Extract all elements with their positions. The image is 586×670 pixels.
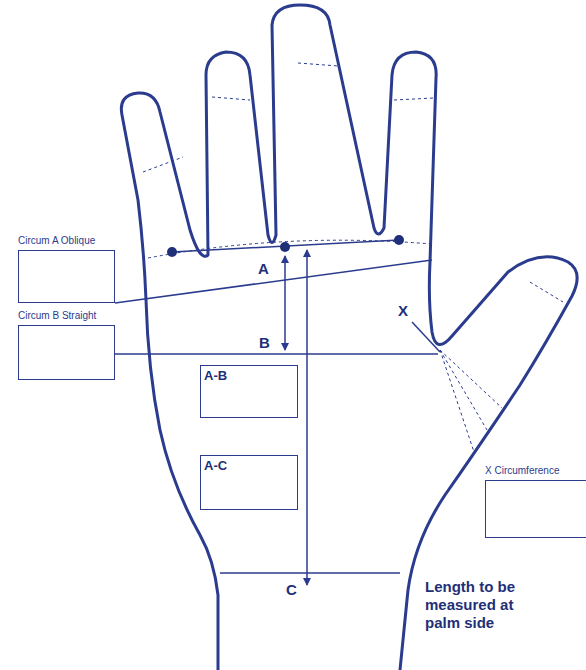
box-heading: Circum B Straight: [18, 310, 96, 321]
a-c-arrow: [306, 250, 308, 585]
finger-crease: [394, 98, 434, 100]
point-letter: A: [258, 260, 269, 277]
a-b-arrow: [284, 256, 286, 350]
note-text: Length to be measured at palm side: [425, 578, 543, 632]
box-heading: Circum A Oblique: [18, 235, 95, 246]
knuckle-dot: [167, 247, 177, 257]
measure-box: Circum A Oblique: [18, 250, 115, 303]
oblique-leader: [115, 260, 432, 303]
straight-leader: [115, 353, 438, 355]
x-pointer: [412, 322, 440, 352]
measure-box: A-B: [200, 365, 298, 418]
knuckle-dot: [280, 242, 290, 252]
knuckle-dot: [394, 235, 404, 245]
point-letter: C: [286, 581, 297, 598]
measure-box: A-C: [200, 455, 298, 510]
box-label: A-B: [204, 368, 227, 383]
finger-crease: [143, 157, 183, 172]
measure-box: X Circumference: [485, 480, 586, 538]
box-label: A-C: [204, 458, 227, 473]
finger-crease: [298, 63, 338, 66]
thumb-crease: [440, 350, 487, 430]
knuckle-arc: [148, 240, 432, 258]
oblique-line: [172, 240, 399, 252]
thumb-crease: [440, 350, 474, 452]
point-letter: X: [398, 302, 408, 319]
hand-outline: [121, 5, 577, 670]
finger-crease: [212, 97, 250, 100]
point-letter: B: [259, 334, 270, 351]
box-heading: X Circumference: [485, 465, 559, 476]
finger-crease: [530, 282, 563, 302]
measure-box: Circum B Straight: [18, 325, 115, 380]
wrist-line: [220, 572, 400, 574]
